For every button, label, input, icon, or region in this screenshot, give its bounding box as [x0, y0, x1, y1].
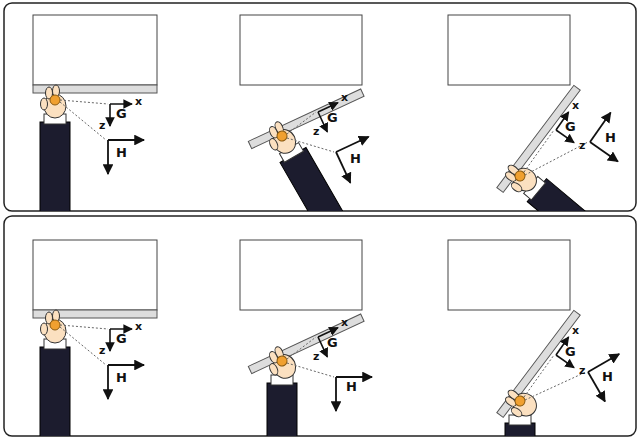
top-sequence — [33, 15, 636, 211]
axis-label: x — [135, 96, 142, 107]
frame-label: H — [346, 380, 357, 393]
panel-frame — [4, 216, 636, 436]
frame-label: H — [605, 131, 616, 144]
frame-label: G — [565, 120, 576, 133]
axis-label: z — [313, 351, 319, 362]
frame-label: G — [565, 345, 576, 358]
axis-label: x — [135, 321, 142, 332]
axis-label: x — [341, 92, 348, 103]
frame-label: H — [116, 371, 127, 384]
frame-label: G — [327, 111, 338, 124]
axis-label: x — [341, 317, 348, 328]
frame-label: G — [327, 336, 338, 349]
axis-label: x — [572, 325, 579, 336]
frame-label: H — [350, 152, 361, 165]
frame-label: G — [116, 332, 127, 345]
axis-label: z — [313, 126, 319, 137]
frame-label: H — [116, 146, 127, 159]
axis-label: z — [579, 365, 585, 376]
axis-label: z — [99, 345, 105, 356]
axis-label: z — [579, 140, 585, 151]
frame-label: H — [602, 370, 613, 383]
axis-label: x — [572, 100, 579, 111]
axis-label: z — [99, 120, 105, 131]
frame-label: G — [116, 107, 127, 120]
bottom-sequence — [33, 240, 636, 436]
